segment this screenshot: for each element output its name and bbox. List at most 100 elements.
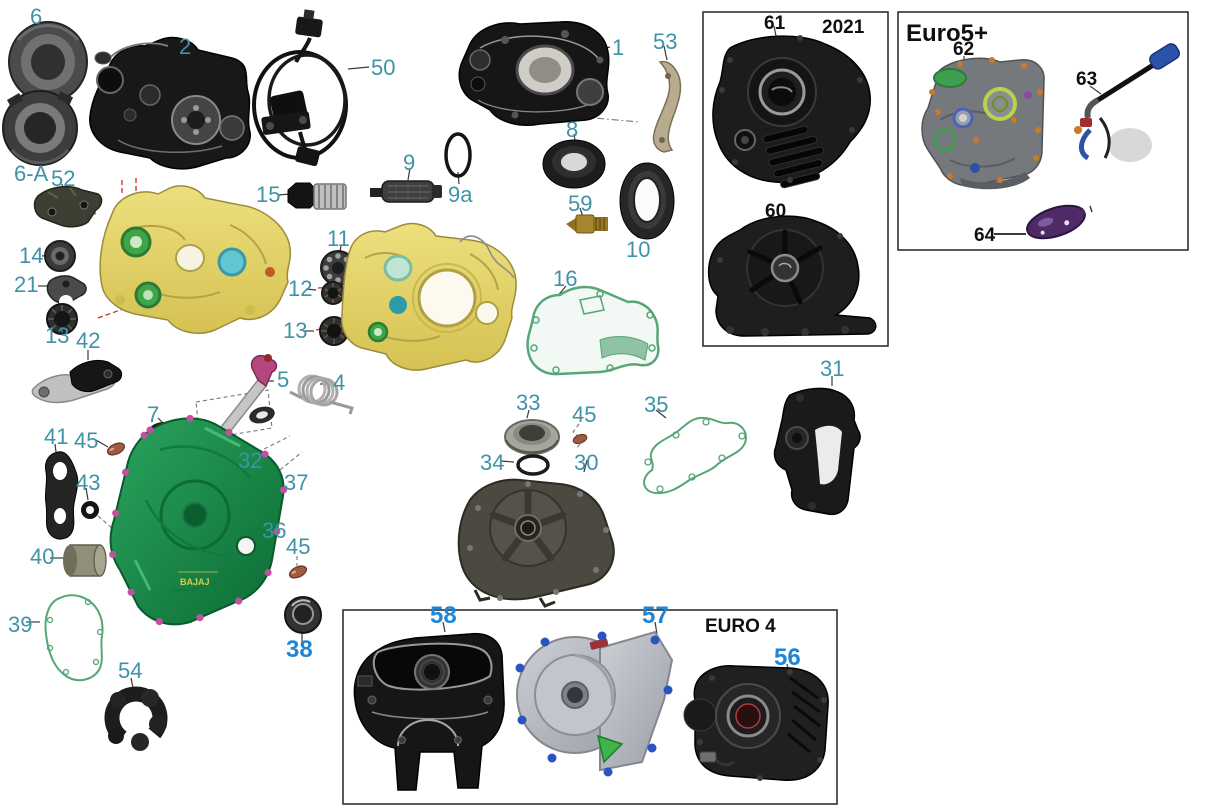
- callout-4[interactable]: 4: [333, 370, 346, 395]
- part-1-crankcase-assembly: [458, 21, 610, 126]
- callout-9[interactable]: 9: [403, 150, 416, 175]
- part-2-crankcase-half-left: [89, 36, 251, 170]
- callout-64[interactable]: 64: [974, 225, 996, 246]
- part-8-oil-seal: [542, 139, 606, 189]
- callout-45-a[interactable]: 45: [74, 428, 99, 453]
- callout-8[interactable]: 8: [566, 117, 579, 142]
- callout-36[interactable]: 36: [262, 518, 287, 543]
- part-31-sprocket-cover: [773, 387, 861, 516]
- part-60-magneto-cover-2021: [707, 215, 877, 337]
- part-33-bearing-cover: [504, 419, 560, 455]
- part-64-shift-component: [1026, 204, 1093, 240]
- callout-39[interactable]: 39: [8, 612, 33, 637]
- callout-2[interactable]: 2: [179, 34, 192, 59]
- callout-38[interactable]: 38: [286, 636, 313, 663]
- part-crankcase-right-yellow: [340, 222, 517, 371]
- callout-9a[interactable]: 9a: [448, 182, 473, 207]
- callout-13-left[interactable]: 13: [45, 323, 70, 348]
- part-57-clutch-cover-euro4: [515, 630, 674, 777]
- callout-16[interactable]: 16: [553, 266, 578, 291]
- part-50-pickup-coil-cable: [252, 9, 348, 167]
- part-4-return-spring: [289, 374, 354, 415]
- part-12-needle-bearing: [321, 281, 345, 305]
- callout-1[interactable]: 1: [612, 35, 625, 60]
- callout-14[interactable]: 14: [19, 243, 44, 268]
- group-box-euro5plus: [897, 11, 1189, 251]
- callout-57[interactable]: 57: [642, 602, 669, 629]
- part-13-roller-bearing-right: [319, 316, 349, 346]
- callout-10[interactable]: 10: [626, 237, 651, 262]
- callout-52[interactable]: 52: [51, 166, 76, 191]
- callout-5[interactable]: 5: [277, 367, 290, 392]
- cover-brand-text: BAJAJ: [180, 577, 210, 587]
- callout-33[interactable]: 33: [516, 390, 541, 415]
- callout-45-b[interactable]: 45: [286, 534, 311, 559]
- part-13-roller-bearing-left: [46, 303, 78, 335]
- group-label-2021: 2021: [822, 17, 865, 38]
- part-6a-seal-bearing: [2, 90, 78, 166]
- callout-43[interactable]: 43: [76, 470, 101, 495]
- part-62-crankcase-euro5: [921, 57, 1045, 190]
- part-43-o-ring-small: [81, 501, 99, 519]
- part-38-bearing-cap: [284, 596, 322, 634]
- part-45-pin-c: [572, 433, 588, 445]
- part-crankcase-left-yellow: [99, 185, 292, 334]
- callout-58[interactable]: 58: [430, 602, 457, 629]
- part-36-clutch-cover-green: BAJAJ: [107, 414, 288, 628]
- part-9a-o-ring: [444, 132, 472, 178]
- callout-54[interactable]: 54: [118, 658, 143, 683]
- part-6-seal-bearing: [8, 21, 88, 103]
- part-45-pin-b: [288, 565, 308, 579]
- callout-60[interactable]: 60: [765, 201, 787, 222]
- callout-21[interactable]: 21: [14, 272, 39, 297]
- callout-6a[interactable]: 6-A: [14, 161, 49, 186]
- callout-12[interactable]: 12: [288, 276, 313, 301]
- part-39-gasket-clutch: [44, 594, 104, 682]
- callout-56[interactable]: 56: [774, 644, 801, 671]
- part-45-pin-a: [106, 442, 126, 456]
- part-42-bracket-lever: [31, 359, 123, 404]
- callout-34[interactable]: 34: [480, 450, 505, 475]
- callout-53[interactable]: 53: [653, 29, 678, 54]
- callout-37[interactable]: 37: [284, 470, 309, 495]
- callout-45-c[interactable]: 45: [572, 402, 597, 427]
- part-63-oil-dipstick: [1074, 43, 1180, 162]
- part-52-bracket: [33, 185, 103, 228]
- callout-40[interactable]: 40: [30, 544, 55, 569]
- part-10-oil-seal: [619, 162, 675, 240]
- group-box-2021: [702, 11, 889, 347]
- callout-32[interactable]: 32: [238, 448, 263, 473]
- callout-63[interactable]: 63: [1076, 69, 1098, 90]
- part-41-gasket-small: [44, 451, 79, 540]
- part-34-o-ring: [516, 454, 550, 476]
- callout-13-right[interactable]: 13: [283, 318, 308, 343]
- part-56-magneto-cover-euro4: [683, 665, 829, 781]
- callout-59[interactable]: 59: [568, 191, 593, 216]
- part-35-gasket-magneto: [643, 416, 747, 495]
- part-61-clutch-cover-2021: [712, 35, 871, 189]
- part-30-magneto-cover: [457, 478, 615, 608]
- part-14-ball-bearing: [44, 240, 76, 272]
- callout-30[interactable]: 30: [574, 450, 599, 475]
- callout-50[interactable]: 50: [371, 55, 396, 80]
- part-58-crankcase-euro4: [353, 632, 505, 791]
- callout-62[interactable]: 62: [953, 39, 975, 60]
- callout-42[interactable]: 42: [76, 328, 101, 353]
- part-9-oil-strainer: [370, 180, 442, 203]
- callout-15[interactable]: 15: [256, 182, 281, 207]
- part-53-tensioner-blade: [652, 60, 682, 153]
- callout-6[interactable]: 6: [30, 4, 43, 29]
- callout-31[interactable]: 31: [820, 356, 845, 381]
- callout-61[interactable]: 61: [764, 13, 786, 34]
- part-15-drain-plug: [287, 182, 347, 210]
- callout-11[interactable]: 11: [327, 226, 350, 251]
- callout-35[interactable]: 35: [644, 392, 669, 417]
- group-box-euro4: [342, 609, 838, 805]
- callout-7[interactable]: 7: [147, 402, 160, 427]
- callout-41[interactable]: 41: [44, 424, 69, 449]
- part-59-jet: [566, 214, 608, 234]
- group-label-euro5plus: Euro5+: [906, 20, 989, 47]
- part-54-rubber-damper: [104, 686, 168, 751]
